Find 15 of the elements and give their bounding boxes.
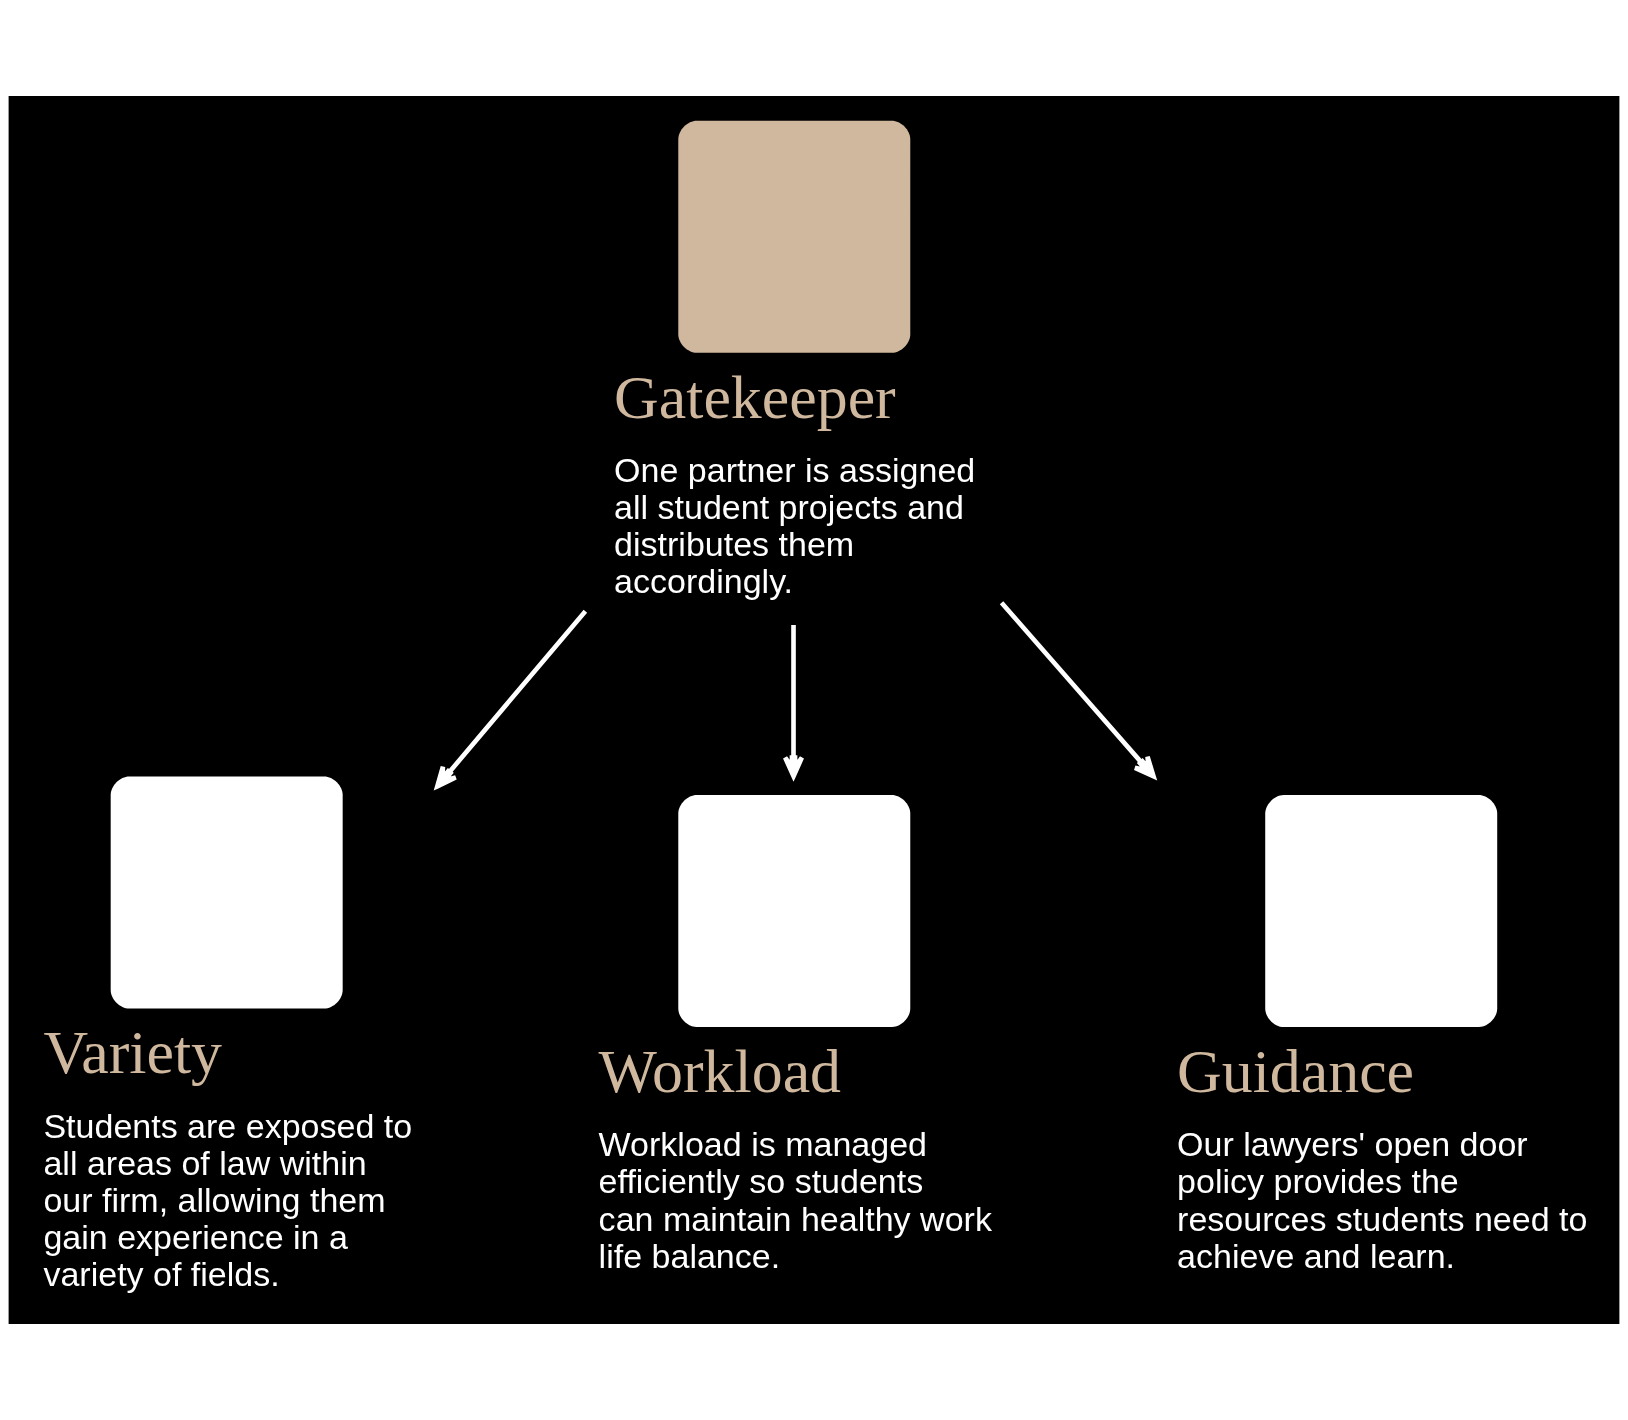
node-label: One partner is assigned all student projects and distributes them accordingly. [614, 451, 976, 601]
node-label: Our lawyers' open door policy provides the resources students need to achieve and learn. [1177, 1125, 1588, 1275]
node-label: Students are exposed to all areas of law within our firm, allowing them gain experience in a variety of fields. [43, 1106, 413, 1294]
node-puzzle [1265, 795, 1498, 1028]
node-label: Gatekeeper [614, 362, 896, 431]
arrow [782, 625, 805, 779]
node-label: Variety [43, 1018, 223, 1087]
node-puzzle [678, 120, 911, 353]
node-label: Workload [598, 1037, 842, 1106]
node-label: Workload is managed efficiently so students can maintain healthy work life balance. [598, 1125, 992, 1275]
node-puzzle [110, 776, 343, 1009]
arrow [999, 601, 1156, 779]
node-puzzle [678, 795, 911, 1028]
arrow [435, 609, 588, 789]
node-label: Guidance [1177, 1037, 1415, 1106]
